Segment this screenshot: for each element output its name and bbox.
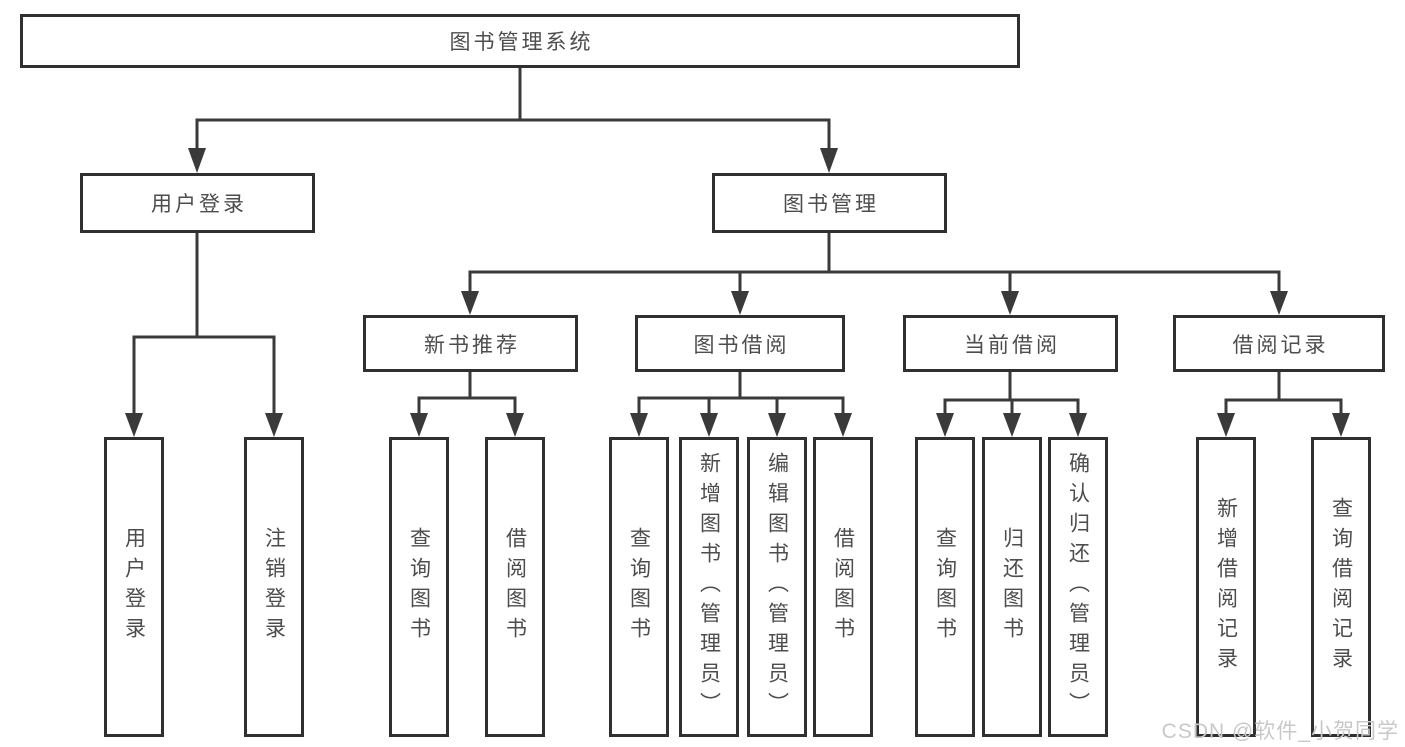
node-label: 当前借阅 <box>964 333 1060 357</box>
connector-root-to-level2 <box>188 68 838 173</box>
node-book-management: 图书管理 <box>712 173 947 233</box>
leaf-logout-login: 注销登录 <box>244 437 304 737</box>
connector-borrow-records-to-leaves <box>1217 372 1350 437</box>
connector-book-borrow-to-leaves <box>630 372 852 437</box>
leaf-add-book-admin: 新增图书（管理员） <box>679 437 739 737</box>
node-label: 借阅记录 <box>1232 333 1329 357</box>
node-label: 图书借阅 <box>693 333 790 357</box>
leaf-label: 新增图书（管理员） <box>697 452 721 722</box>
leaf-query-books-recommend: 查询图书 <box>389 437 449 737</box>
leaf-borrow-books-borrowing: 借阅图书 <box>813 437 873 737</box>
node-current-borrowing: 当前借阅 <box>903 315 1118 372</box>
connector-current-borrow-to-leaves <box>936 372 1087 437</box>
leaf-label: 查询图书 <box>933 527 957 647</box>
leaf-label: 借阅图书 <box>503 527 527 647</box>
connector-book-mgmt-to-level3 <box>461 233 1288 315</box>
node-borrowing-records: 借阅记录 <box>1173 315 1385 372</box>
leaf-confirm-return-admin: 确认归还（管理员） <box>1048 437 1108 737</box>
leaf-return-book: 归还图书 <box>982 437 1042 737</box>
leaf-label: 查询图书 <box>627 527 651 647</box>
node-book-borrowing: 图书借阅 <box>635 315 845 372</box>
node-label: 用户登录 <box>151 193 247 216</box>
leaf-label: 借阅图书 <box>831 527 855 647</box>
node-label: 图书管理 <box>783 193 879 216</box>
node-new-book-recommend: 新书推荐 <box>363 315 578 372</box>
leaf-add-borrow-record: 新增借阅记录 <box>1196 437 1256 737</box>
leaf-label: 注销登录 <box>262 527 286 647</box>
leaf-label: 归还图书 <box>1000 527 1024 647</box>
csdn-watermark: CSDN @软件_小贺同学 <box>1161 720 1399 743</box>
leaf-query-books-current: 查询图书 <box>915 437 975 737</box>
leaf-label: 确认归还（管理员） <box>1066 452 1090 722</box>
connector-user-login-to-leaves <box>125 233 283 437</box>
leaf-label: 查询图书 <box>407 527 431 647</box>
leaf-label: 编辑图书（管理员） <box>765 452 789 722</box>
node-library-system-root: 图书管理系统 <box>20 14 1020 68</box>
leaf-user-login: 用户登录 <box>104 437 164 737</box>
leaf-query-books-borrowing: 查询图书 <box>609 437 669 737</box>
leaf-label: 新增借阅记录 <box>1214 497 1238 677</box>
leaf-label: 查询借阅记录 <box>1329 497 1353 677</box>
leaf-borrow-books-recommend: 借阅图书 <box>485 437 545 737</box>
node-label: 新书推荐 <box>424 333 520 357</box>
node-label: 图书管理系统 <box>449 31 594 54</box>
leaf-label: 用户登录 <box>122 527 146 647</box>
leaf-edit-book-admin: 编辑图书（管理员） <box>747 437 807 737</box>
leaf-query-borrow-record: 查询借阅记录 <box>1311 437 1371 737</box>
node-user-login: 用户登录 <box>80 173 315 233</box>
connector-new-book-to-leaves <box>410 372 524 437</box>
